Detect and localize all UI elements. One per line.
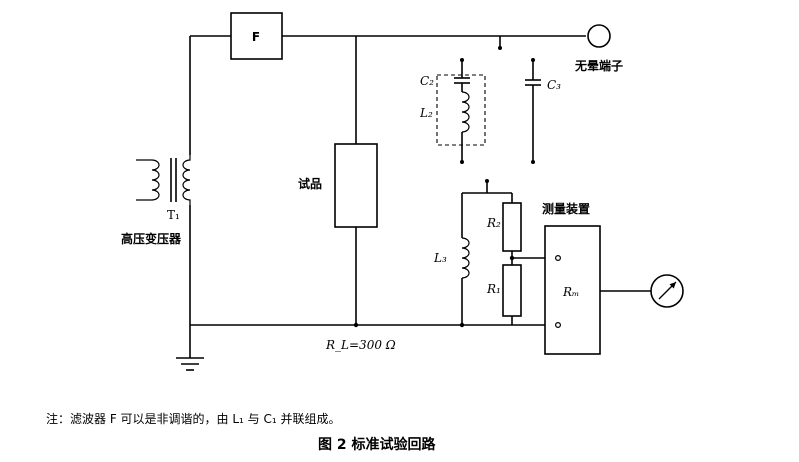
junction-dot [498,46,502,50]
transformer-secondary-coil [182,155,191,205]
junction-dot [353,322,359,328]
transformer-label: 高压变压器 [121,231,182,246]
load-resistance-label: R_L=300 Ω [325,338,396,352]
r1-label: R₁ [486,282,501,296]
transformer-id: T₁ [167,208,180,222]
terminal-circle [587,24,611,48]
filter-label: F [252,30,260,44]
filter-box [230,12,283,60]
rm-label: Rₘ [562,285,579,299]
connection-dot [485,179,489,183]
junction-dot [509,255,515,261]
r2-resistor [502,202,522,252]
l3-r-network: L₃ R₂ R₁ [433,179,558,325]
connection-dot [531,58,535,62]
transformer-primary-coil [136,159,160,201]
ground-symbol [176,357,204,371]
high-voltage-transformer: T₁ 高压变压器 [121,155,191,246]
r2-label: R₂ [486,216,501,230]
filter-f: F [230,12,283,60]
l3-label: L₃ [433,251,447,265]
c2-label: C₂ [420,74,434,88]
l3-coil [461,237,470,279]
terminal-label: 无晕端子 [574,58,623,73]
measuring-device-box [544,225,601,355]
l2-coil [461,91,470,133]
specimen-box [334,143,378,228]
c3-label: C₃ [547,78,561,92]
r1-resistor [502,264,522,317]
specimen-label: 试品 [298,176,322,191]
figure-note: 注：滤波器 F 可以是非调谐的，由 L₁ 与 C₁ 并联组成。 [46,411,340,426]
connection-dot [460,160,464,164]
c2-l2-series-group: C₂ L₂ [419,58,486,164]
meter-gauge-icon [650,274,684,308]
connection-dot [460,58,464,62]
input-terminal [554,255,561,262]
measuring-device: Rₘ 测量装置 [542,201,651,355]
c3-capacitor: C₃ [525,58,561,164]
connection-dot [531,160,535,164]
figure-caption: 图 2 标准试验回路 [318,436,436,453]
meter-arrowhead [669,282,676,289]
measuring-device-label: 测量装置 [542,201,590,216]
input-terminal [554,322,561,329]
dashed-enclosure [436,74,486,146]
corona-free-terminal: 无晕端子 [574,24,623,73]
l2-label: L₂ [419,106,433,120]
